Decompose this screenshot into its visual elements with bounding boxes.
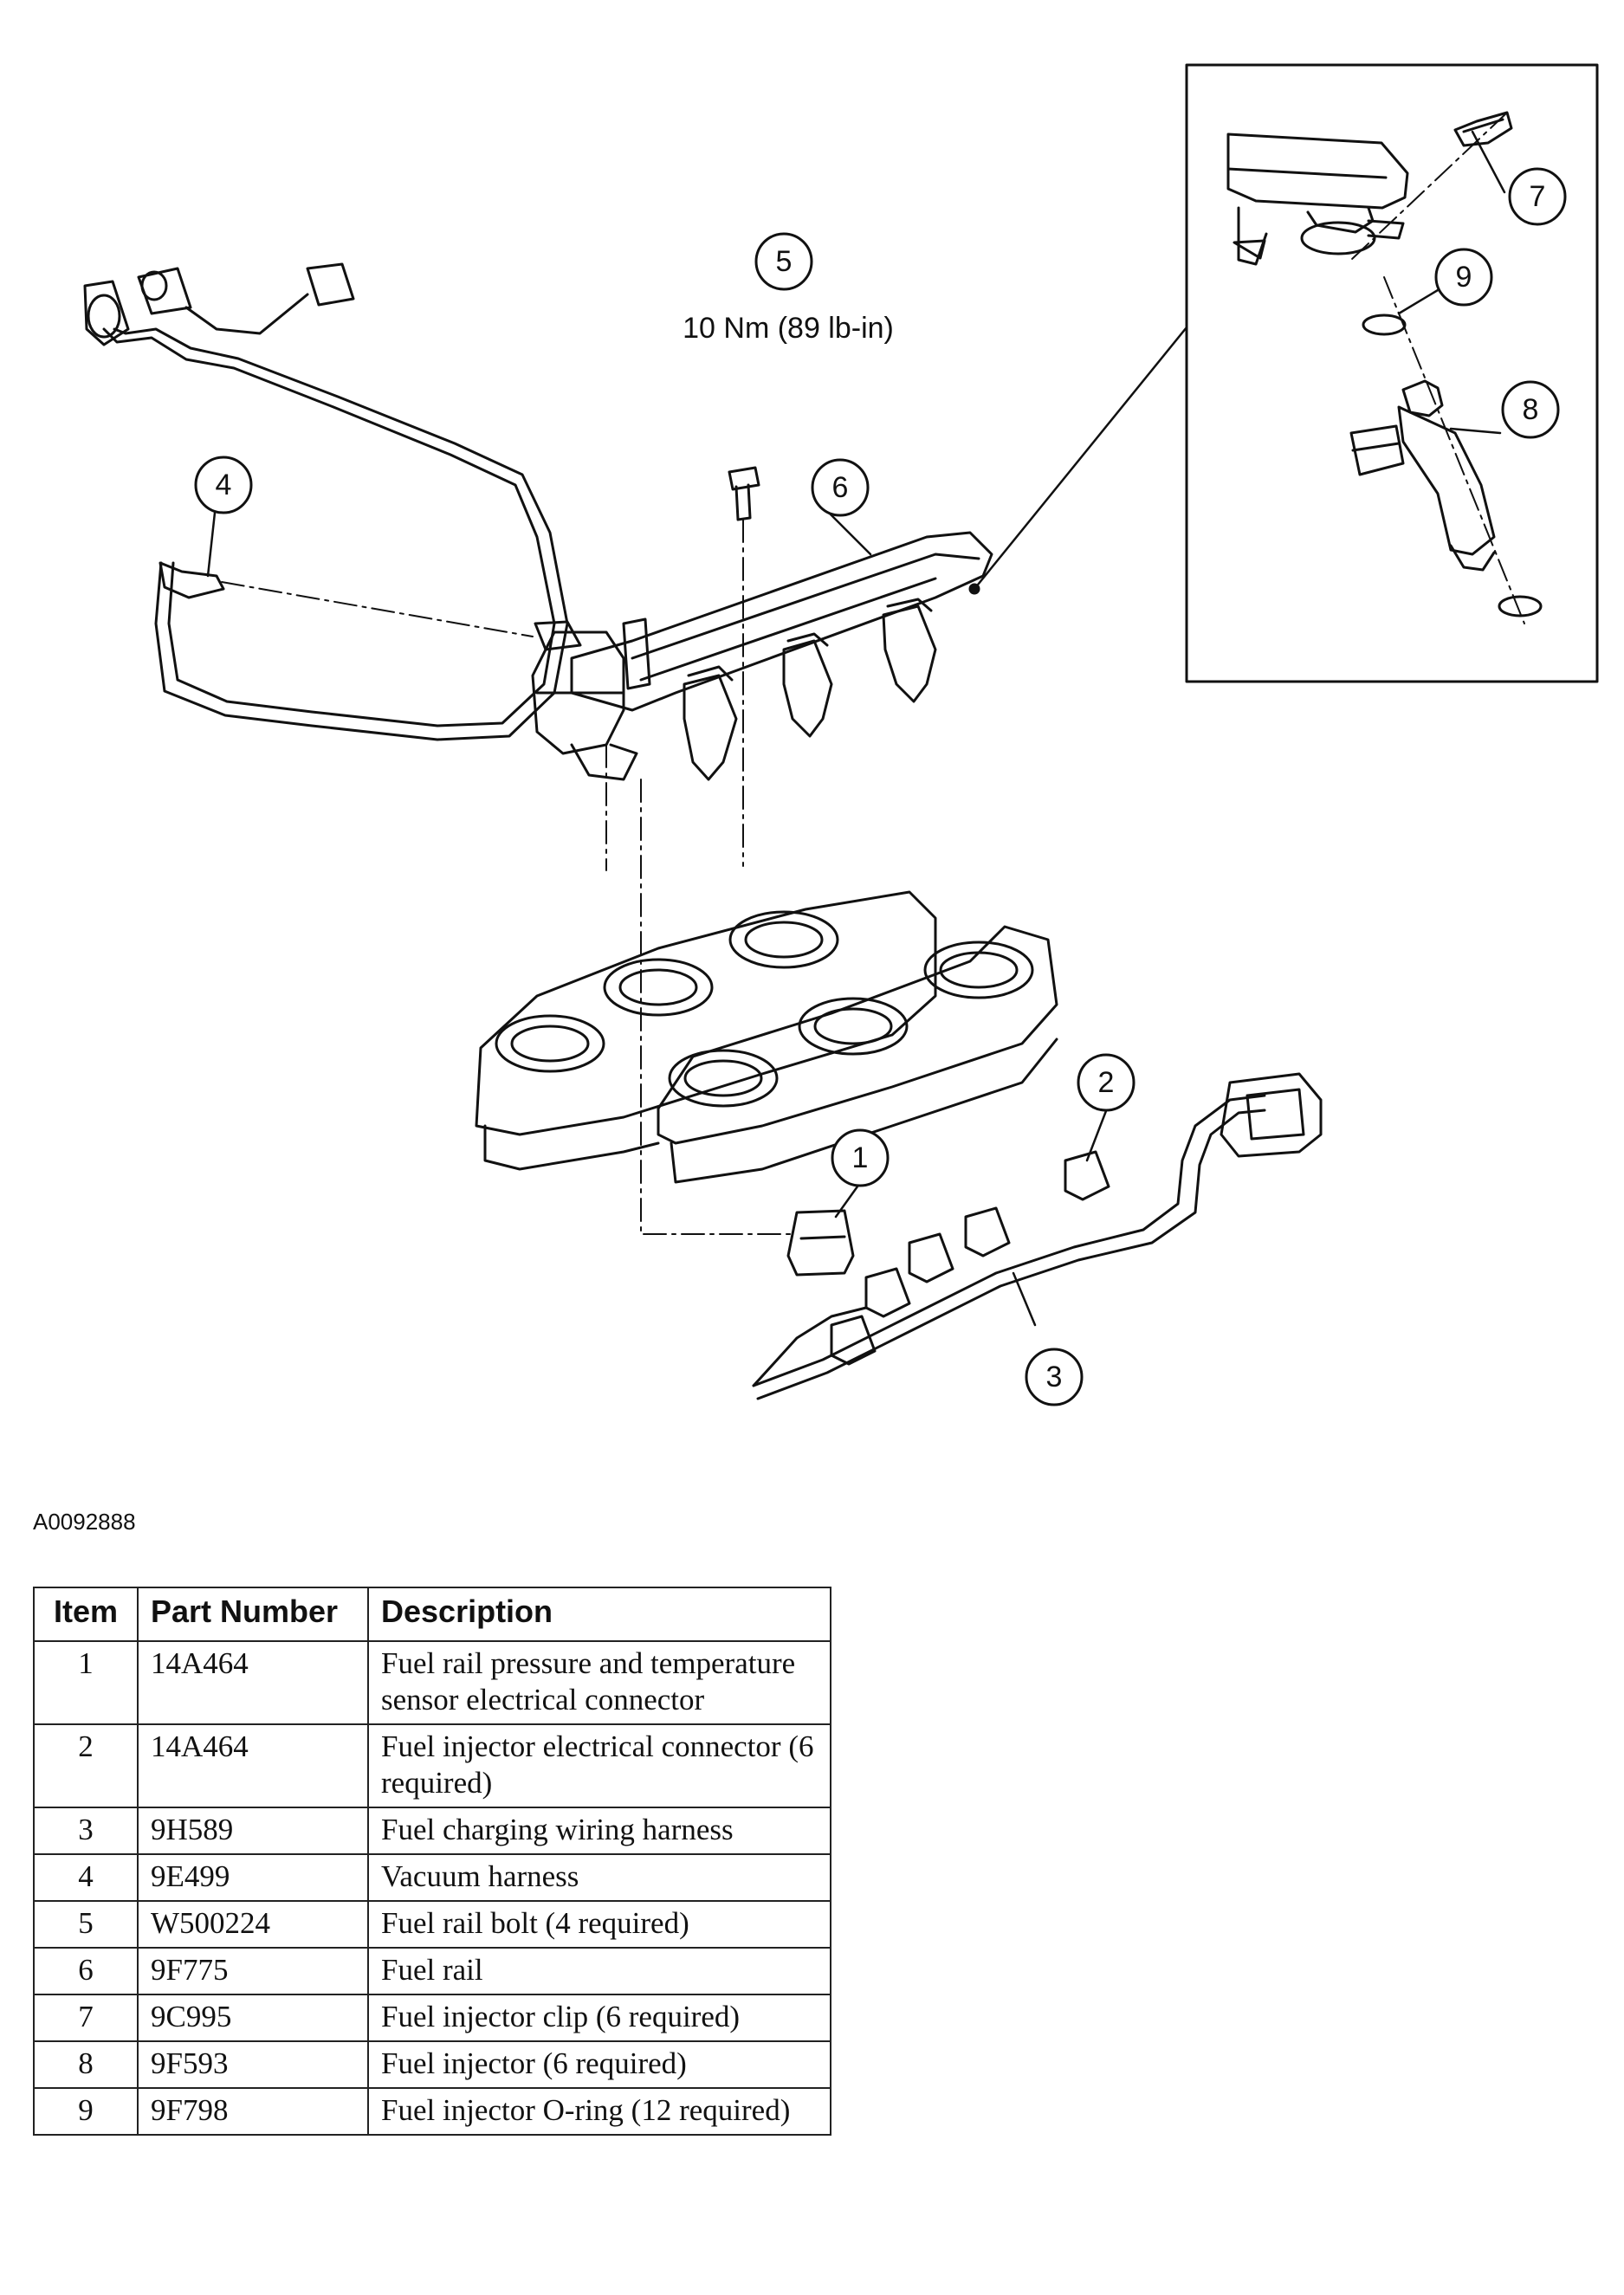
inset-o-ring-upper <box>1362 314 1407 336</box>
cell-description: Fuel charging wiring harness <box>367 1807 831 1855</box>
table-header-row: Item Part Number Description <box>33 1587 831 1642</box>
cell-part-number: 9E499 <box>137 1853 369 1902</box>
callout-label-9: 9 <box>1456 261 1472 294</box>
fuel-rail-bolt <box>728 466 760 867</box>
cell-description: Fuel injector clip (6 required) <box>367 1994 831 2042</box>
cell-item: 8 <box>33 2040 139 2089</box>
cell-item: 5 <box>33 1900 139 1949</box>
cell-part-number: 9C995 <box>137 1994 369 2042</box>
cell-part-number: 14A464 <box>137 1640 369 1725</box>
callout-circle-6 <box>811 458 870 517</box>
cell-item: 2 <box>33 1723 139 1808</box>
vacuum-harness <box>83 262 582 741</box>
callout-circle-8 <box>1501 380 1560 439</box>
callout-label-2: 2 <box>1098 1066 1115 1099</box>
fuel-rail-assembly <box>531 531 993 781</box>
parts-table: Item Part Number Description 1 14A464 Fu… <box>33 1587 831 2136</box>
callout-label-7: 7 <box>1530 180 1546 213</box>
cell-part-number: 14A464 <box>137 1723 369 1808</box>
table-row: 1 14A464 Fuel rail pressure and temperat… <box>33 1640 831 1725</box>
inset-fuel-injector <box>1349 379 1496 572</box>
intake-manifold-halves <box>475 890 1058 1184</box>
cell-description: Fuel injector O-ring (12 required) <box>367 2087 831 2136</box>
torque-spec-label: 10 Nm (89 lb-in) <box>683 312 894 345</box>
cell-item: 4 <box>33 1853 139 1902</box>
callout-circle-5 <box>754 232 813 291</box>
callout-label-5: 5 <box>776 245 793 278</box>
cell-description: Fuel injector electrical connector (6 re… <box>367 1723 831 1808</box>
callout-circle-1 <box>831 1128 890 1187</box>
detail-inset <box>968 63 1599 683</box>
callout-circle-9 <box>1434 248 1493 307</box>
callout-circle-4 <box>194 456 253 514</box>
cell-description: Fuel rail <box>367 1947 831 1995</box>
cell-part-number: 9H589 <box>137 1807 369 1855</box>
table-row: 5 W500224 Fuel rail bolt (4 required) <box>33 1900 831 1949</box>
table-row: 7 9C995 Fuel injector clip (6 required) <box>33 1994 831 2042</box>
cell-description: Vacuum harness <box>367 1853 831 1902</box>
inset-o-ring-lower <box>1498 595 1543 617</box>
header-part-number: Part Number <box>137 1587 369 1642</box>
inset-fuel-rail-section <box>1226 133 1409 266</box>
cell-description: Fuel rail pressure and temperature senso… <box>367 1640 831 1725</box>
cell-description: Fuel rail bolt (4 required) <box>367 1900 831 1949</box>
header-description: Description <box>367 1587 831 1642</box>
cell-item: 3 <box>33 1807 139 1855</box>
inset-injector-clip <box>1453 111 1513 147</box>
fuel-charging-wiring-harness <box>605 744 1323 1400</box>
callout-circle-3 <box>1025 1348 1084 1406</box>
cell-item: 6 <box>33 1947 139 1995</box>
exploded-view-diagram: 5 4 6 7 9 8 2 1 3 10 Nm (89 lb-in) <box>83 63 1599 1406</box>
header-item: Item <box>33 1587 139 1642</box>
cell-description: Fuel injector (6 required) <box>367 2040 831 2089</box>
callout-label-8: 8 <box>1523 393 1539 426</box>
cell-part-number: 9F593 <box>137 2040 369 2089</box>
table-row: 6 9F775 Fuel rail <box>33 1947 831 1995</box>
callout-label-4: 4 <box>216 469 232 501</box>
callout-label-3: 3 <box>1046 1361 1063 1393</box>
cell-item: 9 <box>33 2087 139 2136</box>
table-row: 8 9F593 Fuel injector (6 required) <box>33 2040 831 2089</box>
table-row: 4 9E499 Vacuum harness <box>33 1853 831 1902</box>
table-row: 3 9H589 Fuel charging wiring harness <box>33 1807 831 1855</box>
callout-label-1: 1 <box>852 1141 869 1174</box>
callout-circle-7 <box>1508 167 1567 226</box>
figure-id: A0092888 <box>33 1509 136 1535</box>
cell-part-number: 9F798 <box>137 2087 369 2136</box>
table-row: 2 14A464 Fuel injector electrical connec… <box>33 1723 831 1808</box>
callout-circle-2 <box>1077 1053 1136 1112</box>
cell-item: 1 <box>33 1640 139 1725</box>
cell-part-number: 9F775 <box>137 1947 369 1995</box>
cell-part-number: W500224 <box>137 1900 369 1949</box>
cell-item: 7 <box>33 1994 139 2042</box>
table-row: 9 9F798 Fuel injector O-ring (12 require… <box>33 2087 831 2136</box>
callout-label-6: 6 <box>832 471 849 504</box>
